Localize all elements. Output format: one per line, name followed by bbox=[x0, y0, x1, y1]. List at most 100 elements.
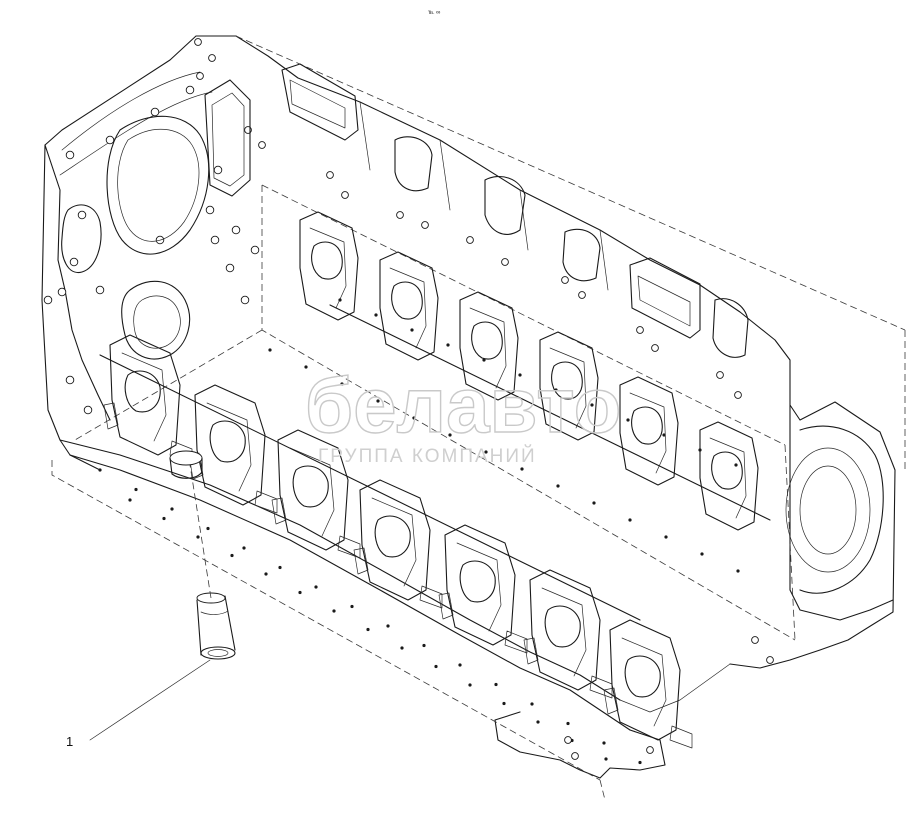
bulkhead-lower bbox=[188, 384, 278, 514]
bolt-hole bbox=[366, 627, 370, 632]
bolt-hole bbox=[412, 416, 416, 420]
bolt-hole bbox=[482, 358, 486, 362]
bolt-hole bbox=[664, 535, 668, 539]
bolt-hole bbox=[196, 72, 204, 80]
valley-casting bbox=[281, 63, 749, 358]
bulkhead-lower bbox=[523, 569, 613, 699]
bolt-hole bbox=[700, 552, 704, 556]
bolt-hole bbox=[258, 141, 266, 149]
bulkhead-upper bbox=[619, 376, 679, 486]
bolt-hole bbox=[205, 205, 215, 215]
bolt-hole bbox=[626, 418, 630, 422]
corner-mark: ℡ ∞ bbox=[427, 10, 440, 16]
watermark-tagline: ГРУППА КОМПАНИЙ bbox=[318, 445, 537, 467]
bolt-hole bbox=[194, 38, 202, 46]
bolt-hole bbox=[458, 663, 462, 667]
bolt-hole bbox=[340, 382, 344, 386]
bulkhead-lower bbox=[438, 524, 528, 654]
bolt-hole bbox=[314, 585, 318, 589]
bolt-hole bbox=[446, 343, 450, 347]
bolt-hole bbox=[250, 245, 260, 255]
bolt-hole bbox=[571, 752, 579, 760]
bolt-hole bbox=[43, 295, 53, 305]
bolt-hole bbox=[326, 171, 334, 179]
bolt-hole bbox=[396, 211, 404, 219]
bolt-hole bbox=[185, 85, 195, 95]
bolt-hole bbox=[242, 546, 246, 550]
bolt-hole bbox=[566, 721, 570, 726]
bolt-hole bbox=[57, 287, 67, 297]
bolt-hole bbox=[77, 210, 87, 220]
bolt-hole bbox=[636, 326, 644, 334]
bolt-hole bbox=[734, 391, 742, 399]
bulkhead-lower bbox=[603, 619, 693, 749]
bolt-hole bbox=[240, 295, 250, 305]
bolt-hole bbox=[590, 403, 594, 407]
bolt-hole bbox=[83, 405, 93, 415]
bolt-hole bbox=[386, 624, 390, 628]
bolt-hole bbox=[662, 433, 666, 437]
callout-1: 1 bbox=[66, 659, 211, 749]
bolt-hole bbox=[751, 636, 759, 644]
bolt-hole bbox=[150, 107, 160, 117]
bolt-hole bbox=[466, 236, 474, 244]
bolt-hole bbox=[105, 135, 115, 145]
bolt-hole bbox=[651, 344, 659, 352]
bolt-hole bbox=[448, 433, 452, 437]
bolt-hole bbox=[304, 365, 308, 369]
bulkhead-upper bbox=[699, 421, 759, 531]
bolt-hole bbox=[518, 373, 522, 377]
bolt-hole bbox=[501, 258, 509, 266]
bulkhead-upper bbox=[299, 211, 359, 321]
bulkhead-lower bbox=[103, 334, 193, 464]
bolt-hole bbox=[95, 285, 105, 295]
bolt-hole bbox=[766, 656, 774, 664]
bolt-hole bbox=[170, 507, 174, 511]
bolt-hole bbox=[494, 682, 498, 687]
bolt-hole bbox=[206, 526, 210, 531]
bolt-hole bbox=[554, 388, 558, 392]
bulkhead-upper bbox=[379, 251, 439, 361]
bolt-hole bbox=[65, 375, 75, 385]
bolt-hole bbox=[502, 701, 506, 706]
bulkhead-lower bbox=[353, 479, 443, 609]
bolt-hole bbox=[208, 54, 216, 62]
bolt-hole bbox=[162, 516, 166, 521]
bolt-hole bbox=[638, 760, 642, 765]
bolt-hole bbox=[520, 467, 524, 471]
bolt-hole bbox=[213, 165, 223, 175]
callout-1-label: 1 bbox=[66, 734, 73, 749]
bolt-hole bbox=[604, 757, 608, 761]
bolt-hole bbox=[410, 328, 414, 332]
bolt-hole bbox=[231, 225, 241, 235]
bolt-hole bbox=[128, 498, 132, 502]
bolt-hole bbox=[98, 468, 102, 472]
bolt-hole bbox=[646, 746, 654, 754]
bolt-hole bbox=[734, 463, 738, 467]
bolt-hole bbox=[468, 683, 472, 687]
part-1-sleeve bbox=[169, 450, 236, 660]
bolt-hole bbox=[196, 535, 200, 539]
bolt-hole bbox=[332, 609, 336, 613]
bolt-hole bbox=[341, 191, 349, 199]
bolt-hole bbox=[225, 263, 235, 273]
bolt-hole bbox=[484, 450, 488, 454]
bolt-hole bbox=[698, 448, 702, 452]
bulkhead-upper bbox=[539, 331, 599, 441]
bolt-hole bbox=[422, 643, 426, 648]
bulkhead-upper bbox=[459, 291, 519, 401]
bolt-hole bbox=[556, 484, 560, 488]
front-face-details bbox=[61, 79, 251, 360]
bolt-hole bbox=[338, 298, 342, 302]
bolt-hole bbox=[736, 569, 740, 573]
bolt-hole bbox=[65, 150, 75, 160]
bolt-hole bbox=[530, 702, 534, 706]
bolt-hole bbox=[564, 736, 572, 744]
bolt-hole bbox=[264, 572, 268, 576]
bolt-hole bbox=[376, 399, 380, 403]
bolt-hole bbox=[561, 276, 569, 284]
hidden-lines bbox=[51, 35, 906, 801]
watermark: белавто ГРУППА КОМПАНИЙ bbox=[304, 360, 622, 467]
engine-block bbox=[41, 35, 896, 779]
